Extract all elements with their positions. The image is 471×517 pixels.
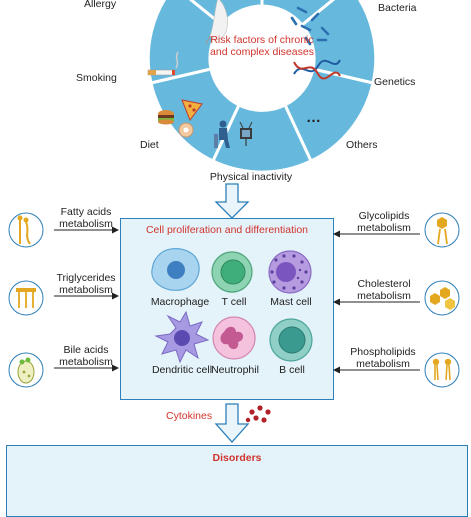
label-allergy: Allergy xyxy=(84,0,117,10)
label-fatty-acids-metabolism: Fatty acids metabolism xyxy=(59,206,113,230)
sitting-person-tv-icon xyxy=(214,120,253,148)
macrophage-icon xyxy=(151,248,200,291)
cigarette-icon xyxy=(147,51,179,76)
cholesterol-icon xyxy=(424,280,460,316)
arrows-and-cells xyxy=(8,183,460,500)
triglyceride-icon xyxy=(8,280,44,316)
dendritic-cell-icon xyxy=(154,310,210,364)
label-triglycerides-metabolism: Triglycerides metabolism xyxy=(56,272,116,296)
segment-physical-inactivity xyxy=(211,102,313,174)
label-cholesterol-metabolism: Cholesterol metabolism xyxy=(357,278,411,302)
segment-bacteria xyxy=(260,0,336,28)
label-bacteria: Bacteria xyxy=(378,2,417,14)
glycolipid-icon xyxy=(424,212,460,248)
label-glycolipids-metabolism: Glycolipids metabolism xyxy=(357,210,411,234)
cytokines-label: Cytokines xyxy=(166,410,213,422)
mast-cell-icon xyxy=(268,250,312,294)
others-ellipsis: … xyxy=(306,109,321,126)
bacteria-icon xyxy=(290,6,330,46)
cell-box-title: Cell proliferation and differentiation xyxy=(145,224,309,236)
label-physical-inactivity: Physical inactivity xyxy=(209,171,293,183)
label-diet: Diet xyxy=(140,139,159,151)
cell-label-b-cell: B cell xyxy=(279,364,305,376)
label-genetics: Genetics xyxy=(374,76,416,88)
cell-label-t-cell: T cell xyxy=(221,296,247,308)
food-icons xyxy=(158,99,203,138)
risk-factor-wheel xyxy=(146,0,378,174)
fatty-acid-icon xyxy=(8,212,44,248)
label-bile-acids-metabolism: Bile acids metabolism xyxy=(59,344,113,368)
wheel-center-title: Risk factors of chronic and complex dise… xyxy=(210,34,314,58)
label-phospholipids-metabolism: Phospholipids metabolism xyxy=(350,346,416,370)
down-arrow-wheel xyxy=(214,183,250,219)
b-cell-icon xyxy=(269,318,313,362)
bile-acid-icon xyxy=(8,352,44,388)
label-smoking: Smoking xyxy=(76,72,117,84)
cytokine-dots xyxy=(245,405,271,423)
cell-label-mast-cell: Mast cell xyxy=(270,296,312,308)
neutrophil-icon xyxy=(212,316,256,360)
cell-label-macrophage: Macrophage xyxy=(150,296,210,308)
cell-proliferation-box xyxy=(120,218,334,400)
allergy-icon xyxy=(205,0,228,45)
cell-label-neutrophil: Neutrophil xyxy=(211,364,259,376)
down-arrow-cytokines xyxy=(214,403,250,443)
dna-icon xyxy=(293,59,341,80)
cell-label-dendritic-cell: Dendritic cell xyxy=(151,364,213,376)
segment-allergy xyxy=(188,0,264,28)
disorders-title: Disorders xyxy=(212,452,262,464)
t-cell-icon xyxy=(211,251,253,293)
label-others: Others xyxy=(346,139,378,151)
phospholipid-icon xyxy=(424,352,460,388)
